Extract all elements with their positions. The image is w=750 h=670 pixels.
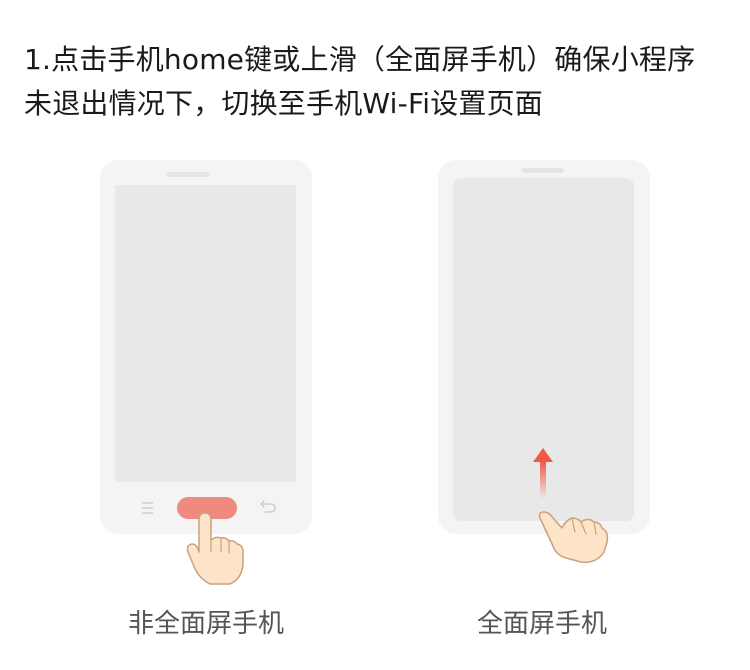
phone-screen [115, 185, 296, 482]
fullscreen-phone-illustration [438, 160, 650, 564]
home-button [177, 497, 237, 519]
non-fullscreen-phone-figure [88, 160, 318, 590]
non-fullscreen-phone-illustration [100, 160, 312, 585]
tap-hand-icon [186, 512, 244, 585]
instruction-line-1: 1.点击手机home键或上滑（全面屏手机）确保小程序 [24, 43, 696, 76]
instruction-text: 1.点击手机home键或上滑（全面屏手机）确保小程序 未退出情况下，切换至手机W… [24, 38, 724, 126]
non-fullscreen-caption: 非全面屏手机 [127, 609, 284, 639]
menu-icon [142, 502, 153, 514]
back-icon [260, 500, 276, 513]
speaker-slot [522, 168, 564, 173]
instruction-line-2: 未退出情况下，切换至手机Wi-Fi设置页面 [24, 87, 544, 120]
fullscreen-phone-figure [426, 160, 656, 590]
swipe-hand-icon [538, 511, 609, 564]
phone-screen [453, 178, 634, 521]
fullscreen-caption: 全面屏手机 [476, 609, 607, 639]
speaker-slot [166, 172, 210, 177]
swipe-up-arrow-icon [533, 448, 553, 499]
